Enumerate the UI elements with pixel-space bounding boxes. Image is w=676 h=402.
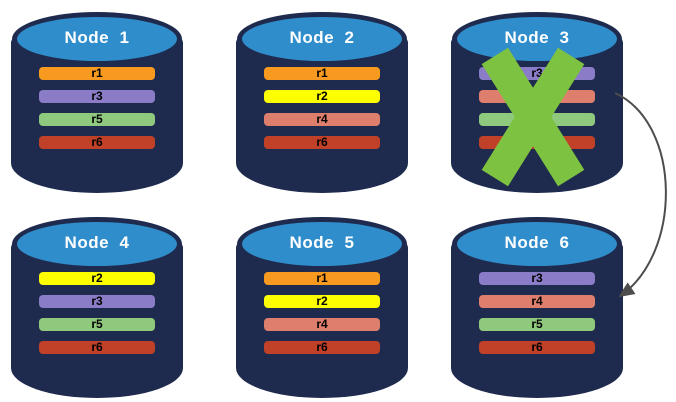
replica-label: r5 bbox=[91, 317, 103, 331]
replica-row: r4 bbox=[479, 90, 595, 103]
replica-rows: r3 r4 r5 r6 bbox=[479, 272, 595, 364]
node-title: Node 1 bbox=[64, 28, 130, 47]
node-title: Node 4 bbox=[64, 233, 130, 252]
replica-label: r6 bbox=[91, 340, 103, 354]
replica-row: r1 bbox=[264, 67, 380, 80]
replica-row: r5 bbox=[39, 113, 155, 126]
replica-row: r6 bbox=[39, 341, 155, 354]
replica-label: r6 bbox=[316, 340, 328, 354]
node-title: Node 5 bbox=[289, 233, 355, 252]
replica-label: r6 bbox=[91, 135, 103, 149]
replica-row: r3 bbox=[39, 295, 155, 308]
replica-row: r4 bbox=[264, 113, 380, 126]
replica-rows: r1 r2 r4 r6 bbox=[264, 67, 380, 159]
replica-label: r4 bbox=[316, 112, 328, 126]
cylinder-top: Node 5 bbox=[237, 217, 407, 271]
replica-label: r6 bbox=[531, 135, 543, 149]
replica-row: r2 bbox=[264, 90, 380, 103]
replica-row: r6 bbox=[479, 341, 595, 354]
failover-arrow bbox=[614, 92, 667, 298]
replica-row: r4 bbox=[264, 318, 380, 331]
node-5-cylinder: Node 5 r1 r2 r4 r6 bbox=[236, 214, 408, 398]
cylinder-top: Node 4 bbox=[12, 217, 182, 271]
replica-label: r2 bbox=[316, 294, 328, 308]
replica-label: r4 bbox=[531, 294, 543, 308]
replica-row: r6 bbox=[479, 136, 595, 149]
replica-label: r3 bbox=[91, 294, 103, 308]
replica-row: r2 bbox=[39, 272, 155, 285]
replica-row: r3 bbox=[39, 90, 155, 103]
replica-label: r5 bbox=[531, 317, 543, 331]
cylinder-top: Node 1 bbox=[12, 12, 182, 66]
replica-label: r3 bbox=[91, 89, 103, 103]
cylinder-top: Node 6 bbox=[452, 217, 622, 271]
replica-row: r5 bbox=[39, 318, 155, 331]
replica-rows: r3 r4 r5 r6 bbox=[479, 67, 595, 159]
cylinder-top: Node 3 bbox=[452, 12, 622, 66]
replica-label: r5 bbox=[91, 112, 103, 126]
replica-label: r4 bbox=[531, 89, 543, 103]
replica-row: r1 bbox=[39, 67, 155, 80]
replica-label: r3 bbox=[531, 271, 543, 285]
replica-row: r6 bbox=[264, 136, 380, 149]
replica-row: r4 bbox=[479, 295, 595, 308]
replica-rows: r1 r3 r5 r6 bbox=[39, 67, 155, 159]
replica-label: r5 bbox=[531, 112, 543, 126]
replica-rows: r2 r3 r5 r6 bbox=[39, 272, 155, 364]
node-1-cylinder: Node 1 r1 r3 r5 r6 bbox=[11, 9, 183, 193]
replica-row: r1 bbox=[264, 272, 380, 285]
node-2-cylinder: Node 2 r1 r2 r4 r6 bbox=[236, 9, 408, 193]
cylinder-top: Node 2 bbox=[237, 12, 407, 66]
replica-label: r6 bbox=[316, 135, 328, 149]
replica-rows: r1 r2 r4 r6 bbox=[264, 272, 380, 364]
replica-label: r1 bbox=[91, 66, 103, 80]
replica-row: r3 bbox=[479, 67, 595, 80]
node-title: Node 2 bbox=[289, 28, 355, 47]
replica-label: r6 bbox=[531, 340, 543, 354]
replica-row: r2 bbox=[264, 295, 380, 308]
node-4-cylinder: Node 4 r2 r3 r5 r6 bbox=[11, 214, 183, 398]
replica-row: r5 bbox=[479, 113, 595, 126]
replica-row: r5 bbox=[479, 318, 595, 331]
replica-label: r2 bbox=[316, 89, 328, 103]
replica-row: r3 bbox=[479, 272, 595, 285]
replica-label: r1 bbox=[316, 271, 328, 285]
replica-row: r6 bbox=[264, 341, 380, 354]
node-title: Node 3 bbox=[504, 28, 570, 47]
replica-label: r4 bbox=[316, 317, 328, 331]
replica-label: r2 bbox=[91, 271, 103, 285]
replica-label: r3 bbox=[531, 66, 543, 80]
node-6-cylinder: Node 6 r3 r4 r5 r6 bbox=[451, 214, 623, 398]
replica-row: r6 bbox=[39, 136, 155, 149]
replica-label: r1 bbox=[316, 66, 328, 80]
node-title: Node 6 bbox=[504, 233, 570, 252]
failover-arrow-path bbox=[614, 92, 667, 298]
